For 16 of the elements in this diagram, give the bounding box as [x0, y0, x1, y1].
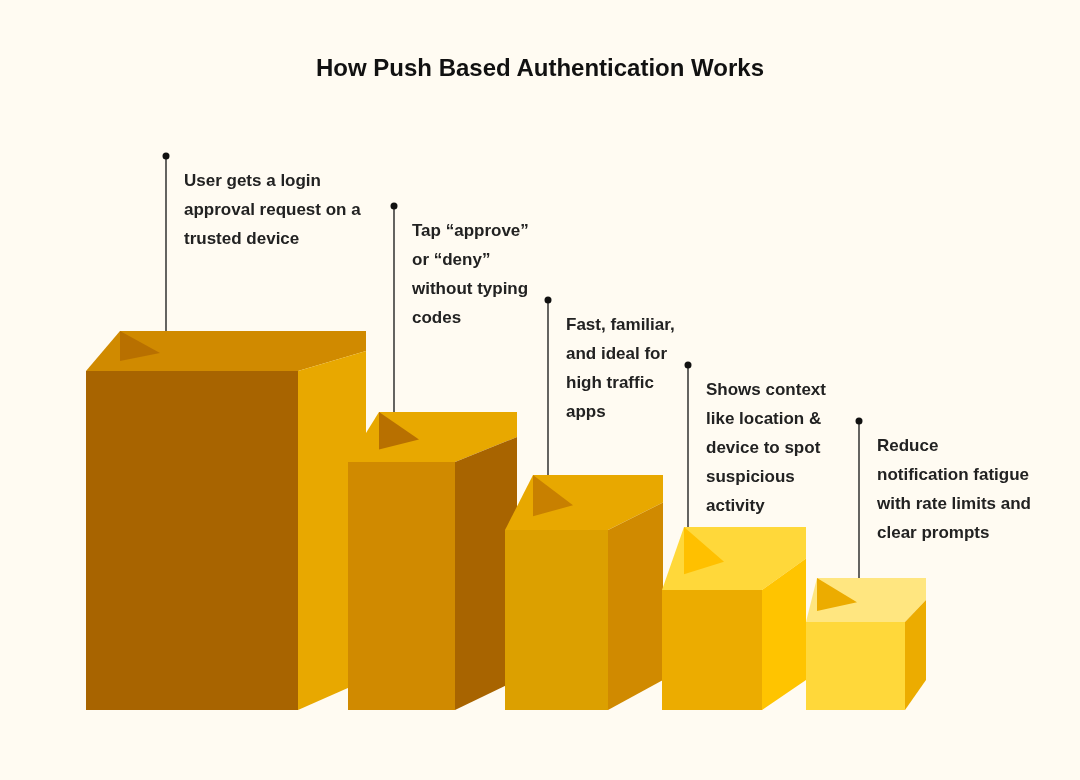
leader-line	[855, 417, 863, 579]
leader-line	[544, 296, 552, 476]
leader-line	[684, 361, 692, 528]
step-block-drawing	[662, 527, 806, 710]
step-text: Tap “approve” or “deny” without typing codes	[412, 216, 542, 332]
step-text: User gets a login approval request on a trusted device	[184, 166, 374, 253]
step-text: Shows context like location & device to spot suspicious activity	[706, 375, 846, 520]
leader-line	[390, 202, 398, 413]
step-text: Fast, familiar, and ideal for high traffic apps	[566, 310, 686, 426]
step-block-drawing	[86, 331, 366, 710]
leader-line	[162, 152, 170, 332]
step-block-drawing	[505, 475, 663, 710]
step-block-drawing	[806, 578, 926, 710]
step-block-drawing	[348, 412, 517, 710]
step-text: Reduce notification fatigue with rate limits and clear prompts	[877, 431, 1032, 547]
page-title: How Push Based Authentication Works	[314, 54, 766, 82]
